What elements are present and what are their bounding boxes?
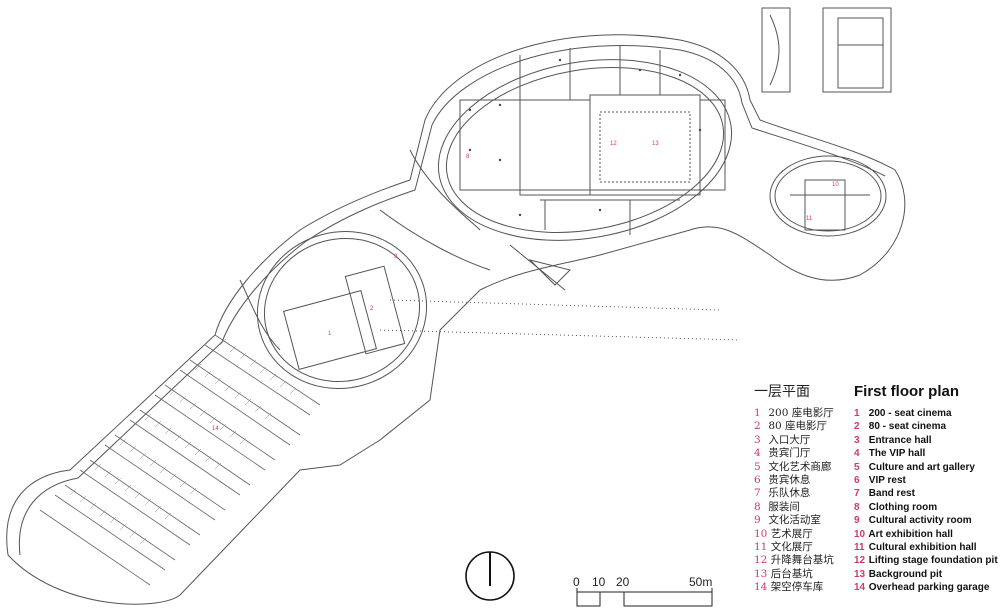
room-label-8: 8 [466, 154, 470, 160]
legend-row: 7 Band rest [854, 488, 915, 500]
legend-row: 10 艺术展厅 [754, 527, 813, 540]
legend-row: 4 贵宾门厅 [754, 447, 811, 460]
stage-pit [599, 111, 691, 183]
legend-row: 5 Culture and art gallery [854, 461, 975, 473]
legend-row: 12 升降舞台基坑 [754, 554, 834, 567]
room-label-3: 3 [394, 254, 398, 260]
room-label-11: 11 [806, 216, 813, 222]
legend-row: 3 入口大厅 [754, 433, 811, 446]
legend-chinese: 一层平面 1 200 座电影厅 2 80 座电影厅 3 入口大厅 4 贵宾门厅 … [754, 381, 854, 594]
building-outline-inner [18, 44, 886, 556]
legend-row: 3 Entrance hall [854, 434, 932, 446]
legend-row: 11 Cultural exhibition hall [854, 541, 977, 553]
legend-row: 5 文化艺术商廊 [754, 460, 832, 473]
legend-row: 9 文化活动室 [754, 514, 821, 527]
legend-row: 2 80 - seat cinema [854, 421, 947, 433]
legend-row: 8 Clothing room [854, 501, 938, 513]
legend-row: 1 200 座电影厅 [754, 407, 834, 419]
main-theatre-ellipse [437, 59, 733, 241]
legend-row: 1 200 - seat cinema [854, 408, 952, 419]
legend-row: 10 Art exhibition hall [854, 528, 953, 540]
legend-row: 8 服装间 [754, 500, 800, 513]
legend-row: 7 乐队休息 [754, 487, 811, 500]
room-label-1: 1 [328, 331, 332, 337]
legend-row: 11 文化展厅 [754, 540, 813, 553]
cinema-ellipse [256, 231, 428, 389]
inset-plans [761, 7, 892, 93]
legend-row: 14 Overhead parking garage [854, 582, 990, 594]
scale-label-10: 10 [592, 575, 606, 589]
room-label-14: 14 [212, 426, 219, 432]
legend-row: 9 Cultural activity room [854, 515, 972, 527]
legend-english: First floor plan 1 200 - seat cinema 2 8… [854, 381, 1000, 594]
legend-row: 13 后台基坑 [754, 567, 813, 580]
legend-row: 12 Lifting stage foundation pit [854, 555, 998, 567]
legend-row: 6 贵宾休息 [754, 473, 811, 486]
legend-row: 4 The VIP hall [854, 448, 926, 460]
north-arrow-icon [465, 551, 515, 601]
room-label-12: 12 [610, 141, 617, 147]
main-theatre-ellipse-inner [445, 67, 725, 233]
legend-row: 13 Background pit [854, 568, 943, 580]
scale-bar [576, 588, 713, 607]
scale-label-50m: 50m [689, 575, 712, 589]
scale-label-20: 20 [616, 575, 630, 589]
exhibition-ellipse [769, 155, 887, 237]
room-label-13: 13 [652, 141, 659, 147]
stage-block [589, 94, 701, 196]
legend-title-cn: 一层平面 [754, 384, 810, 400]
legend-row: 6 VIP rest [854, 474, 906, 486]
scale-label-0: 0 [573, 575, 580, 589]
cinema-hall-200 [282, 290, 378, 370]
parking-bays [39, 334, 321, 586]
room-label-2: 2 [370, 306, 374, 312]
building-outline [6, 34, 906, 605]
room-label-10: 10 [832, 182, 839, 188]
cinema-hall-80 [344, 265, 406, 355]
auditorium-block [519, 99, 591, 196]
legend-row: 2 80 座电影厅 [754, 420, 828, 433]
legend-title-en: First floor plan [854, 383, 959, 400]
legend-row: 14 架空停车库 [754, 581, 824, 594]
